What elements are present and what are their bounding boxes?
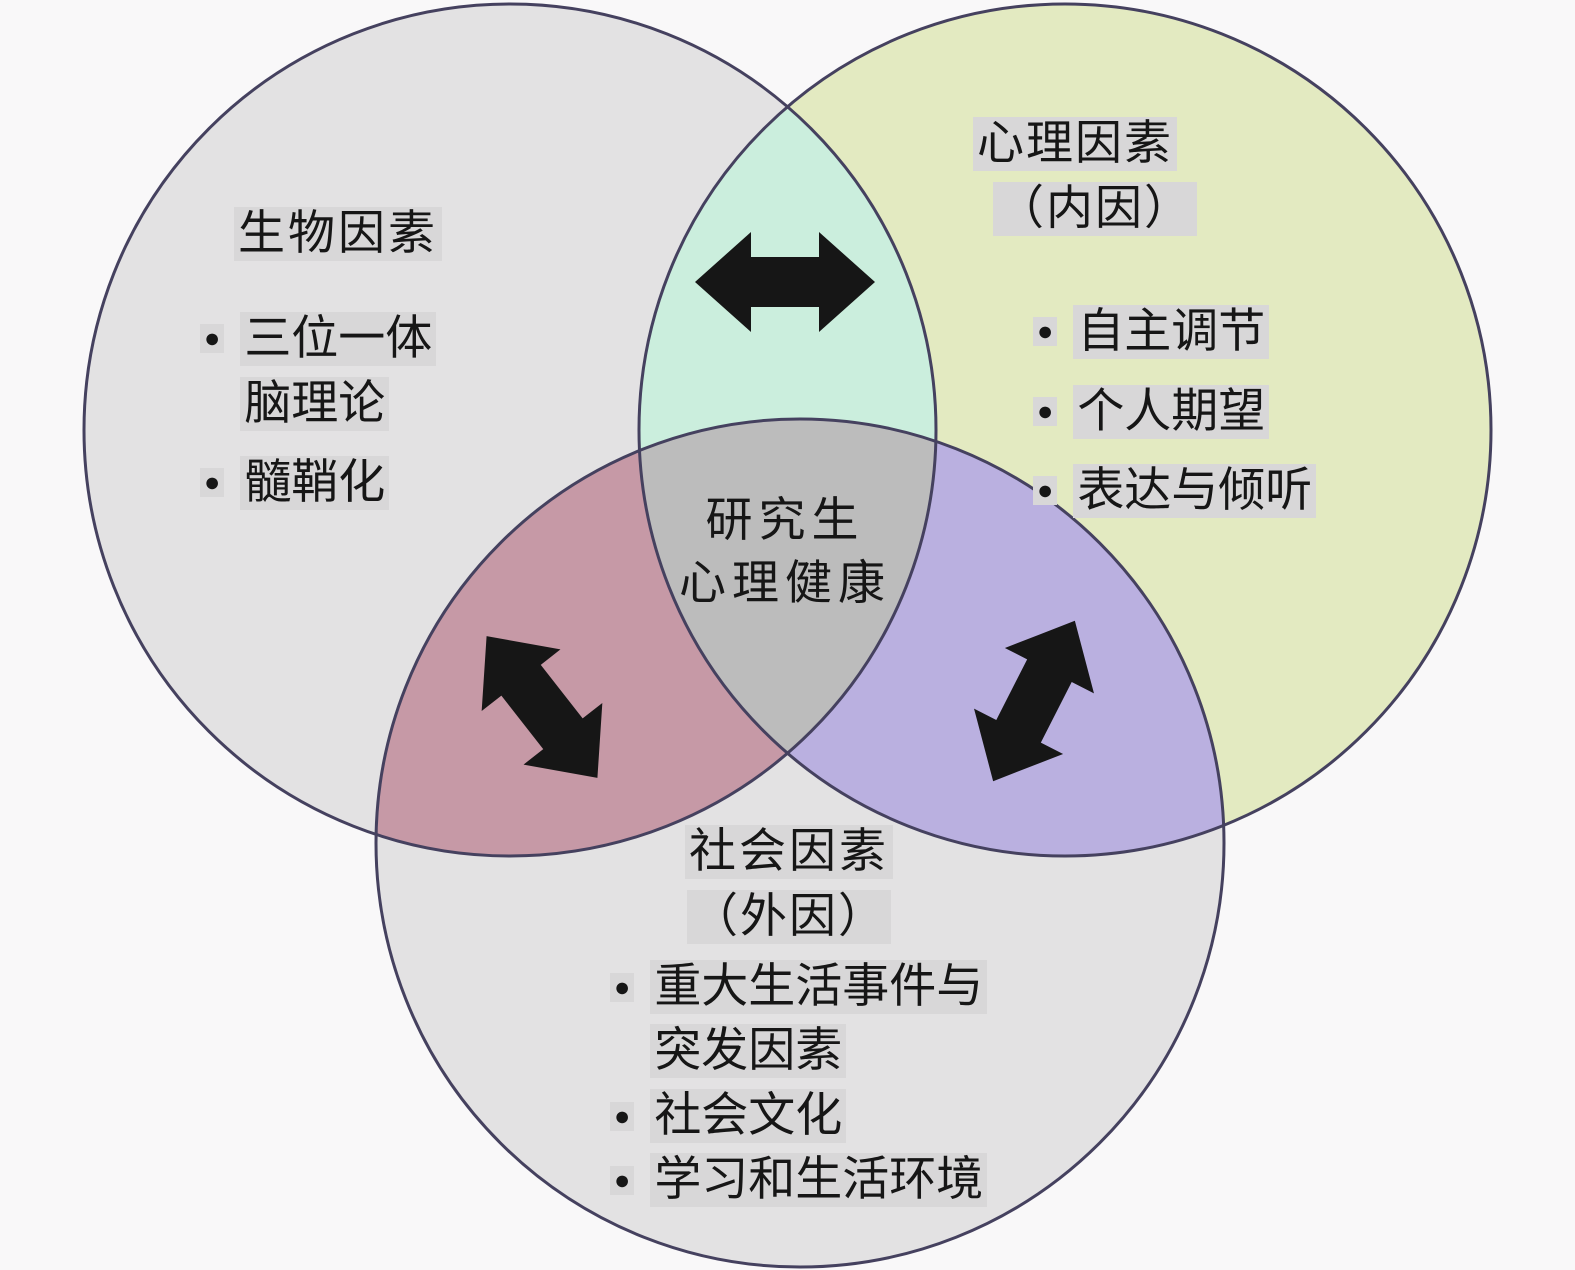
center-label-line: 心理健康 <box>679 557 891 610</box>
list-item: ● 社会文化 <box>610 1085 1028 1149</box>
center-label-line: 研究生 <box>705 495 865 547</box>
social-title: 社会因素 <box>550 820 1028 885</box>
bio-item-line: 脑理论 <box>240 376 390 431</box>
social-item-line: 突发因素 <box>650 1023 847 1078</box>
bio-item-line: 三位一体 <box>240 311 437 366</box>
bio-item-line: 髓鞘化 <box>240 455 390 510</box>
social-label: 社会因素 （外因） ● 重大生活事件与 突发因素 ● 社会文化 ● 学习和生活环 <box>550 820 1028 1214</box>
bullet-icon: ● <box>610 972 635 1002</box>
psych-label: 心理因素 （内因） ● 自主调节 ● 个人期望 ● 表达与倾听 <box>973 112 1317 539</box>
psych-item-line: 个人期望 <box>1073 384 1270 439</box>
bullet-icon: ● <box>200 467 225 497</box>
bullet-icon: ● <box>200 323 225 353</box>
social-item-line: 社会文化 <box>650 1088 847 1143</box>
bio-item-list: ● 三位一体 脑理论 ● 髓鞘化 <box>200 307 442 516</box>
center-label: 研究生 心理健康 <box>640 490 930 616</box>
list-item: ● 重大生活事件与 突发因素 <box>610 956 1028 1084</box>
list-item: ● 三位一体 脑理论 <box>200 307 442 437</box>
bullet-icon: ● <box>610 1166 635 1196</box>
bullet-icon: ● <box>1033 396 1058 426</box>
bio-label: 生物因素 ● 三位一体 脑理论 ● 髓鞘化 <box>200 202 442 529</box>
bullet-icon: ● <box>1033 316 1058 346</box>
list-item: ● 自主调节 <box>1033 300 1316 365</box>
psych-circle-outline <box>637 2 1493 858</box>
psych-item-line: 表达与倾听 <box>1073 464 1317 519</box>
bio-title: 生物因素 <box>234 202 442 267</box>
list-item: ● 个人期望 <box>1033 380 1316 445</box>
list-item: ● 表达与倾听 <box>1033 459 1317 524</box>
bullet-icon: ● <box>610 1101 635 1131</box>
social-item-line: 重大生活事件与 <box>650 959 988 1014</box>
psych-title: 心理因素 <box>973 112 1316 177</box>
social-subtitle: （外因） <box>550 885 1028 950</box>
social-item-list: ● 重大生活事件与 突发因素 ● 社会文化 ● 学习和生活环境 <box>550 956 1028 1214</box>
psych-subtitle: （内因） <box>993 177 1316 242</box>
list-item: ● 学习和生活环境 <box>610 1149 1028 1213</box>
social-item-line: 学习和生活环境 <box>650 1153 988 1208</box>
list-item: ● 髓鞘化 <box>200 451 442 516</box>
psych-item-line: 自主调节 <box>1073 304 1270 359</box>
social-circle-outline <box>374 417 1226 1269</box>
bio-circle-outline <box>82 2 938 858</box>
psych-item-list: ● 自主调节 ● 个人期望 ● 表达与倾听 <box>1033 300 1317 525</box>
bullet-icon: ● <box>1033 476 1058 506</box>
